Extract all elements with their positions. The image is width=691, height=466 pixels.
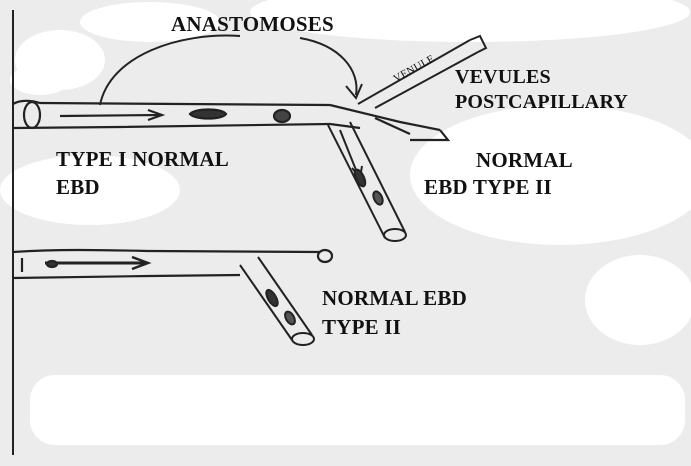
- type2-lower-line-2: TYPE II: [322, 313, 467, 342]
- upper-vessel: [13, 101, 448, 140]
- type2-upper-line-1: NORMAL: [424, 147, 573, 174]
- type2-upper-line-2: EBD TYPE II: [424, 174, 573, 201]
- label-type1-normal-ebd: TYPE I NORMAL EBD: [56, 145, 229, 201]
- type1-line-2: EBD: [56, 173, 229, 201]
- upper-branch: [328, 122, 406, 241]
- type1-line-1: TYPE I NORMAL: [56, 145, 229, 173]
- label-upper-normal-ebd-type2: NORMAL EBD TYPE II: [424, 147, 573, 201]
- anastomoses-arrow: [100, 36, 362, 105]
- lower-branch: [240, 257, 314, 345]
- vevules-line-2: POSTCAPILLARY: [455, 90, 628, 115]
- label-lower-normal-ebd-type2: NORMAL EBD TYPE II: [322, 284, 467, 342]
- type2-lower-line-1: NORMAL EBD: [322, 284, 467, 313]
- label-vevules-postcapillary: VEVULES POSTCAPILLARY: [455, 65, 628, 115]
- lower-vessel: [13, 250, 332, 278]
- vevules-line-1: VEVULES: [455, 65, 628, 90]
- label-anastomoses: ANASTOMOSES: [171, 14, 334, 35]
